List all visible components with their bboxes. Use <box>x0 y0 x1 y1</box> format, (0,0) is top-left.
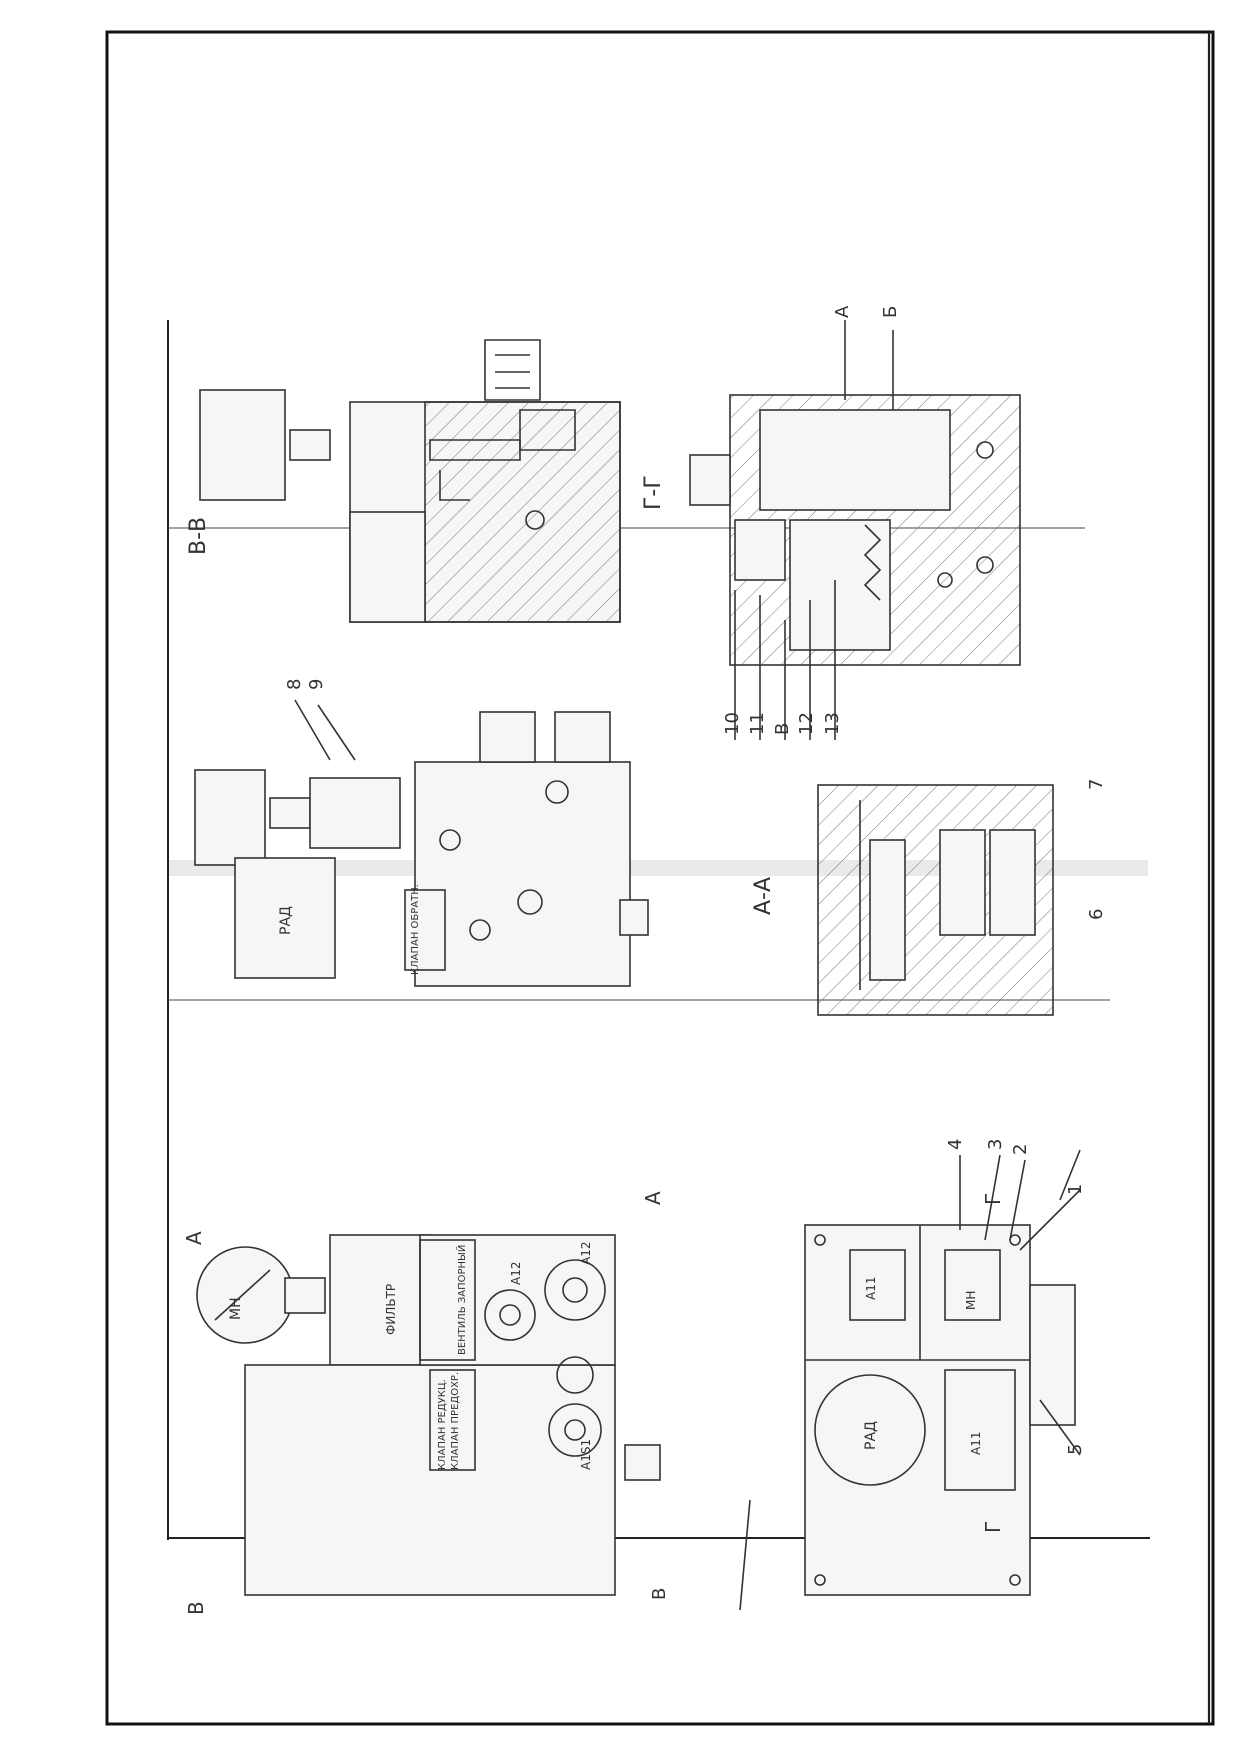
cut-g-right: Г <box>981 1521 1005 1533</box>
section-bb-label: В-В <box>186 517 211 555</box>
letter-a: А <box>832 305 853 318</box>
section-gg-label: Г-Г <box>641 475 666 510</box>
callout-numbers: 1 2 3 4 5 6 7 8 9 10 11 12 13 <box>284 679 1107 1455</box>
leader-lines <box>294 320 1081 1611</box>
callout-11: 11 <box>747 712 768 735</box>
a12b-label: А12 <box>579 1242 593 1265</box>
callout-2: 2 <box>1010 1144 1031 1155</box>
callout-7: 7 <box>1086 779 1107 790</box>
letter-b: Б <box>880 306 901 318</box>
side-view <box>804 1224 1076 1596</box>
letter-v: В <box>772 723 793 735</box>
manometer-label: МН <box>228 1297 244 1320</box>
filter-label: ФИЛЬТР <box>384 1284 398 1335</box>
callout-12: 12 <box>796 712 817 735</box>
manometer-label-side: МН <box>964 1291 978 1310</box>
callout-6: 6 <box>1086 909 1107 920</box>
cut-a-left: А <box>182 1231 206 1245</box>
callout-3: 3 <box>985 1139 1006 1150</box>
cut-v-top: В <box>184 1601 208 1615</box>
plate-spare: ВЕНТИЛЬ ЗАПОРНЫЙ <box>455 1245 468 1355</box>
callout-10: 10 <box>722 712 743 735</box>
section-bb-view <box>199 339 621 623</box>
section-gg-view <box>689 394 1021 666</box>
cut-g-left: Г <box>981 1193 1005 1205</box>
plate-valve-safety: КЛАПАН ПРЕДОХР. <box>450 1372 461 1470</box>
callout-9: 9 <box>306 679 327 690</box>
a11-label-top: А11 <box>864 1277 878 1300</box>
cut-a-right: А <box>641 1191 665 1205</box>
callout-5: 5 <box>1065 1444 1086 1455</box>
callout-1-top: 1 <box>1065 1184 1086 1195</box>
a12-label: А12 <box>509 1262 523 1285</box>
section-aa-view <box>817 784 1054 1016</box>
middle-top-view <box>194 711 649 987</box>
front-view <box>196 1234 661 1596</box>
cut-v-bottom: В <box>649 1588 670 1600</box>
scanned-drawing: В-В Г-Г А-А В В А А Г Г 1 2 3 4 5 6 7 8 … <box>167 305 1150 1615</box>
plate-valve-reduce: КЛАПАН РЕДУКЦ. <box>437 1379 448 1470</box>
callout-13: 13 <box>822 712 843 735</box>
a11-label-bottom: А11 <box>969 1432 983 1455</box>
rad-label-side: РАД <box>863 1421 879 1450</box>
callout-4: 4 <box>945 1139 966 1150</box>
callout-8: 8 <box>284 679 305 690</box>
plate-valve-check: КЛАПАН ОБРАТН. <box>410 884 421 975</box>
sheet-border <box>105 30 1215 1726</box>
rad-label-middle: РАД <box>278 906 294 935</box>
a1s1-label: А1S1 <box>579 1439 593 1470</box>
section-aa-label: А-А <box>751 877 776 915</box>
